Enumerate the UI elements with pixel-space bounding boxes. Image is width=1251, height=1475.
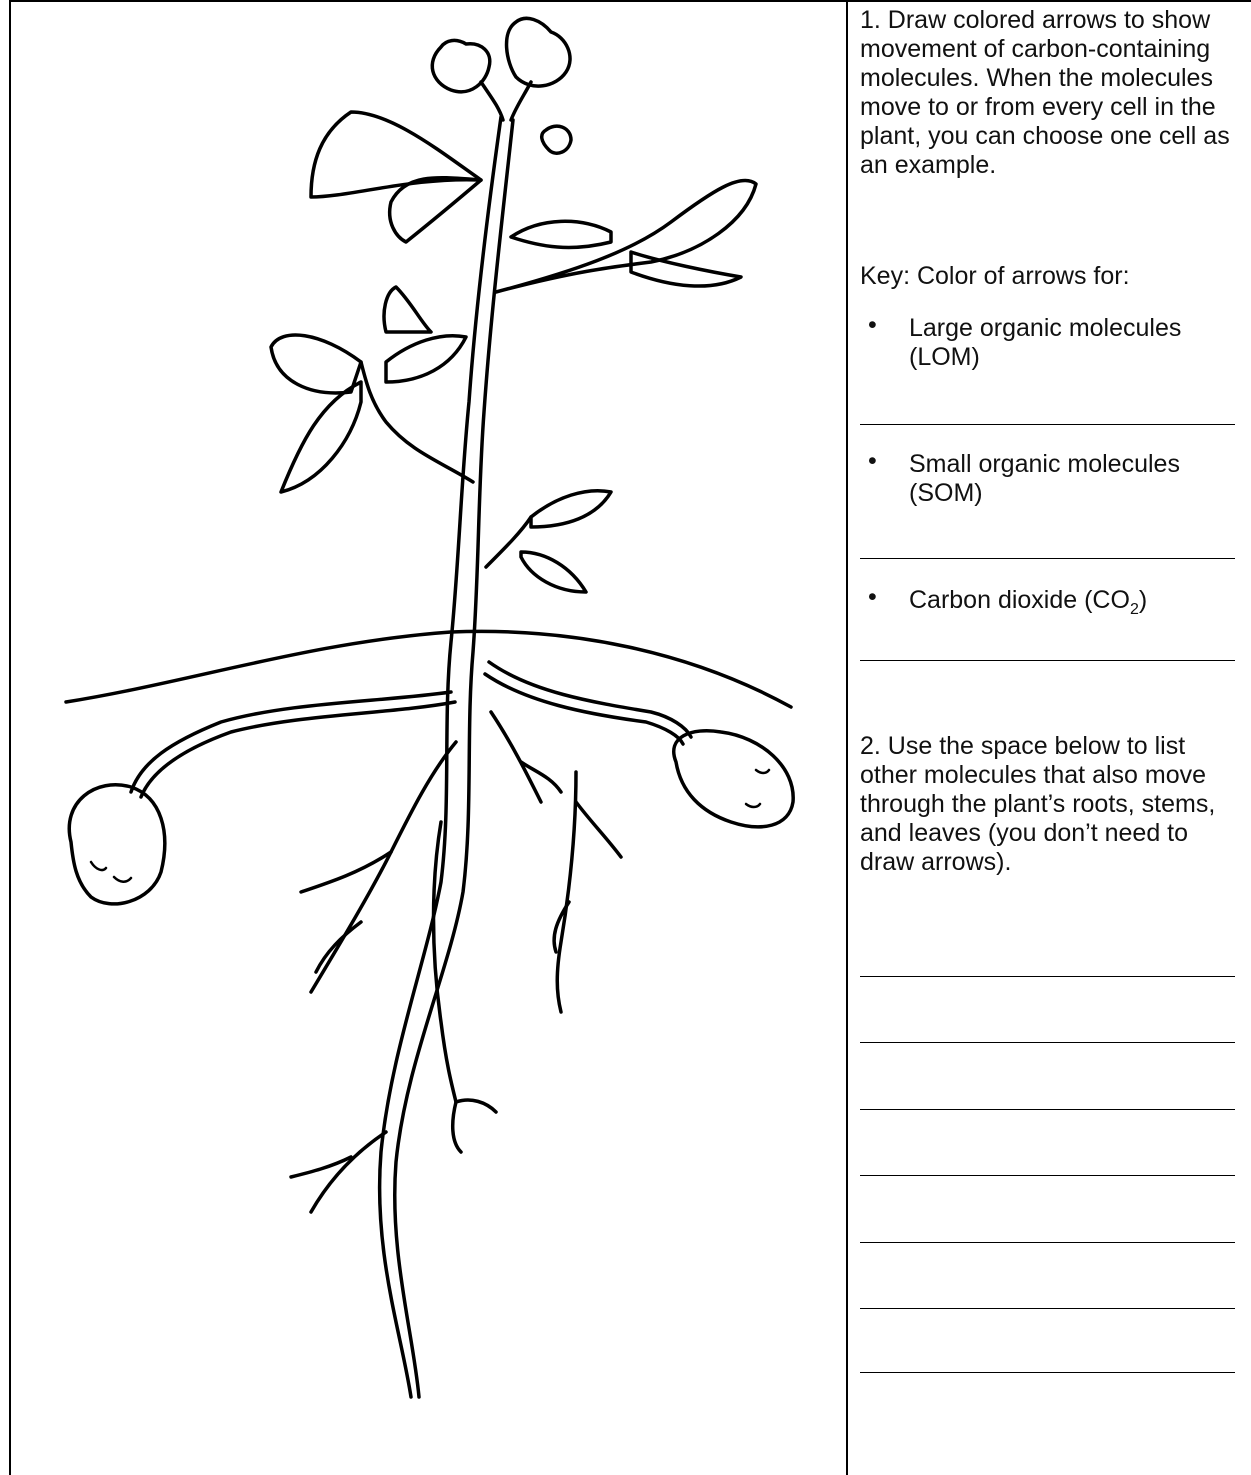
key-title: Key: Color of arrows for: [860,262,1130,291]
flower-stalk [481,82,503,120]
upper-left-leaf [311,112,481,197]
upper-right-leaf-3 [631,252,741,286]
flower-stalk-2 [511,82,531,120]
main-stem-left [380,117,501,1397]
main-stem-right [395,120,513,1397]
root-left-2b [456,1100,496,1112]
bullet-icon: • [868,447,877,476]
lom-color-answer-line[interactable] [860,424,1235,425]
right-tuber-eye [756,770,769,773]
answer-line[interactable] [860,1242,1235,1243]
plant-diagram [11,2,845,1475]
middle-left-leaf-3 [386,336,466,382]
co2-label-main: Carbon dioxide (CO [909,586,1130,614]
right-tuber [674,731,793,827]
key-label-co2: Carbon dioxide (CO2) [909,586,1239,615]
co2-color-answer-line[interactable] [860,660,1235,661]
question-1-text: 1. Draw colored arrows to show movement … [860,6,1240,180]
bullet-icon: • [868,311,877,340]
co2-label-end: ) [1139,586,1147,614]
middle-left-leaf [271,335,361,393]
answer-line[interactable] [860,1042,1235,1043]
potato-plant-drawing [11,2,845,1475]
answer-line[interactable] [860,1175,1235,1176]
root-left-3 [311,1132,386,1212]
answer-line[interactable] [860,1109,1235,1110]
right-stolon-2 [485,674,683,744]
key-label-som: Small organic molecules (SOM) [909,450,1239,508]
question-2-text: 2. Use the space below to list other mol… [860,732,1240,877]
answer-line[interactable] [860,1372,1235,1373]
root-right-2b [576,802,621,857]
left-tuber [69,785,164,904]
left-tuber-eye [91,862,106,870]
answer-line[interactable] [860,1308,1235,1309]
lower-right-leaf-2 [521,552,586,592]
answer-line[interactable] [860,976,1235,977]
middle-left-leaf-2 [281,382,361,492]
middle-left-branch [361,362,473,482]
root-left-2c [453,1102,461,1152]
bullet-icon: • [868,583,877,612]
left-tuber-eye-2 [114,877,131,882]
upper-left-leaf-2 [390,178,481,242]
right-tuber-eye-2 [746,804,760,807]
lower-right-leaf [531,491,611,527]
upper-right-leaf [496,180,756,292]
left-stolon [131,692,451,792]
middle-left-leaf-4 [384,287,431,332]
key-label-lom: Large organic molecules (LOM) [909,314,1239,372]
column-divider [846,0,848,1475]
instructions-panel: 1. Draw colored arrows to show movement … [860,6,1240,180]
root-right-1 [491,712,541,802]
flower-2 [507,18,570,86]
co2-subscript: 2 [1130,601,1139,618]
left-stolon-2 [141,702,455,797]
som-color-answer-line[interactable] [860,558,1235,559]
upper-right-leaf-2 [511,221,611,247]
root-right-2 [557,772,576,1012]
root-left-1b [301,852,391,892]
flower-bud [542,126,571,153]
